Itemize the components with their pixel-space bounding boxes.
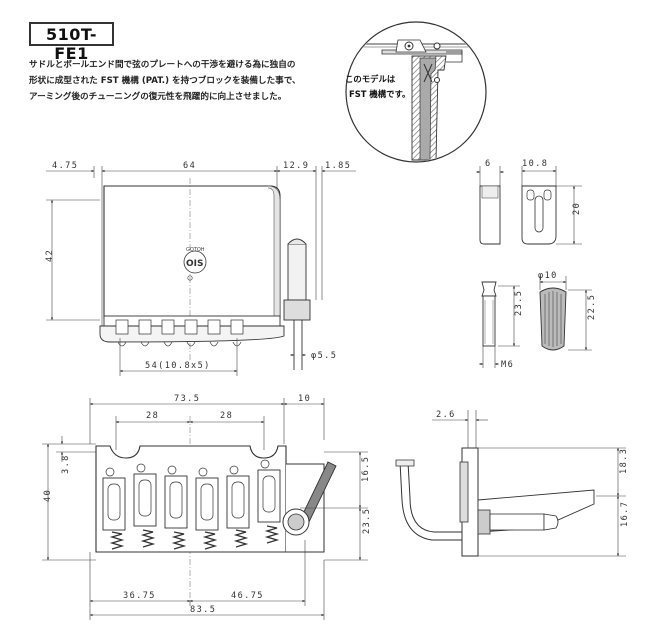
dim-top-right-lower: 23.5 (362, 508, 372, 534)
top-saddles (102, 459, 281, 531)
dim-top-bottom-left: 36.75 (123, 591, 156, 601)
profile-view: 2.6 18.3 16.7 (395, 410, 630, 557)
dim-side-left-offset: 4.75 (52, 161, 78, 171)
top-springs (109, 525, 280, 550)
dim-knob-diameter: φ10 (538, 271, 558, 281)
block-views: 6 10.8 20 (476, 159, 582, 245)
description: サドルとボールエンド間で弦のプレートへの干渉を避ける為に独自の 形状に成型された… (29, 57, 329, 105)
logo-brand: GOTOH (186, 247, 205, 253)
description-line-2: 形状に成型された FST 機構 (PAT.) を持つブロックを装備した事で、 (29, 76, 301, 86)
dim-profile-lower: 16.7 (620, 501, 630, 527)
dim-block-top: 10.8 (522, 159, 548, 169)
dim-side-right-a: 12.9 (283, 161, 309, 171)
top-view: 73.5 10 28 28 40 3.8 (42, 394, 372, 620)
logo-badge: OIS (186, 259, 203, 269)
logo-badge-icon (183, 250, 207, 274)
description-line-3: アーミング後のチューニングの復元性を飛躍的に向上させました。 (29, 92, 287, 102)
dim-top-bottom-right: 46.75 (231, 591, 264, 601)
description-line-1: サドルとボールエンド間で弦のプレートへの干渉を避ける為に独自の (29, 60, 296, 70)
dim-top-height: 40 (43, 489, 53, 502)
callout-line-1: このモデルは (345, 74, 396, 84)
dim-side-height: 42 (45, 249, 55, 262)
dim-block-width: 6 (485, 159, 492, 169)
dim-screw-length: 23.5 (514, 290, 524, 316)
dim-block-height: 20 (572, 202, 582, 215)
callout-line-2: FST 機構です。 (349, 89, 410, 99)
side-view: 4.75 64 12.9 1.85 42 GOTOH OIS (45, 161, 356, 376)
dim-side-right-b: 1.85 (325, 161, 351, 171)
dim-top-right: 10 (298, 394, 311, 404)
dim-top-total: 83.5 (190, 605, 216, 615)
dim-top-edge: 3.8 (61, 454, 71, 474)
dim-side-width: 64 (183, 161, 196, 171)
dim-screw-thread: M6 (501, 360, 514, 370)
model-badge: 510T-FE1 (29, 22, 114, 63)
model-number: 510T-FE1 (45, 25, 98, 63)
dim-profile-upper: 18.3 (619, 448, 629, 474)
screw-knob-views: 23.5 M6 φ10 22.5 (479, 271, 597, 370)
dim-top-half-right: 28 (220, 411, 233, 421)
side-saddles (115, 319, 244, 347)
dim-top-width: 73.5 (174, 394, 200, 404)
dim-profile-top: 2.6 (436, 410, 456, 420)
fst-detail-circle: このモデルは FST 機構です。 (345, 21, 487, 163)
dim-top-half-left: 28 (146, 411, 159, 421)
dim-knob-length: 22.5 (587, 294, 597, 320)
dim-side-spacing: 54(10.8x5) (145, 361, 211, 371)
dim-side-diameter: φ5.5 (311, 351, 337, 361)
dim-top-right-upper: 16.5 (361, 456, 371, 482)
